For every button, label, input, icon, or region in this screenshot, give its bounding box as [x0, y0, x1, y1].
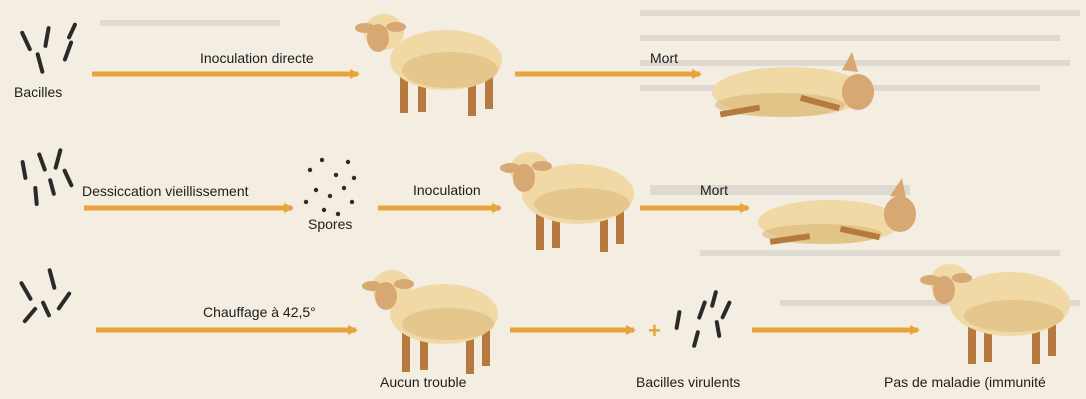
- bacilli-virulent-cluster: [674, 290, 732, 348]
- spores-dots: [304, 158, 356, 216]
- label-dessiccation: Dessiccation vieillissement: [82, 183, 249, 199]
- sheep-standing-row2: [500, 152, 634, 252]
- label-bacilles: Bacilles: [14, 84, 62, 100]
- label-bacilles-virulents: Bacilles virulents: [636, 374, 740, 390]
- label-mort-row2: Mort: [700, 182, 728, 198]
- label-aucun-trouble: Aucun trouble: [380, 374, 466, 390]
- sheep-standing-row1: [355, 14, 502, 116]
- bacilli-cluster-row1: [20, 22, 78, 74]
- sheep-immune-final: [920, 264, 1070, 364]
- plus-sign: +: [648, 318, 661, 344]
- bacilli-cluster-row2: [20, 148, 74, 206]
- label-chauffage: Chauffage à 42,5°: [203, 304, 316, 320]
- label-mort-row1: Mort: [650, 50, 678, 66]
- bacilli-cluster-row3: [19, 268, 72, 324]
- label-pas-de-maladie: Pas de maladie (immunité: [884, 374, 1046, 390]
- label-spores: Spores: [308, 216, 352, 232]
- label-inoculation-row2: Inoculation: [413, 182, 481, 198]
- sheep-standing-row3: [362, 270, 498, 374]
- label-inoculation-directe: Inoculation directe: [200, 50, 314, 66]
